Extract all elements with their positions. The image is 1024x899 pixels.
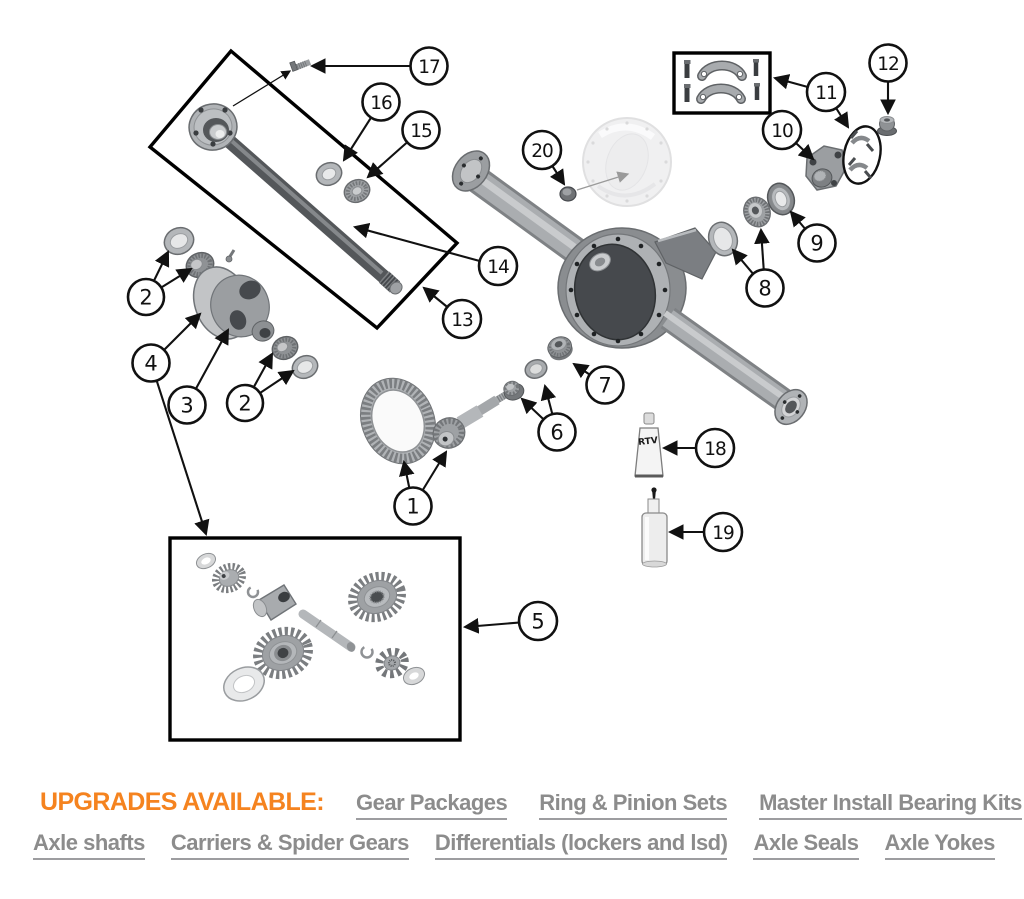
callout-2-left: 2 <box>126 277 166 317</box>
svg-text:19: 19 <box>712 523 734 544</box>
rtv-sealant-tube: RTV <box>634 412 664 478</box>
callout-1: 1 <box>393 486 433 526</box>
diagram-stage: RTV <box>126 43 908 742</box>
link-gear-packages[interactable]: Gear Packages <box>355 790 508 820</box>
callout-17: 17 <box>409 46 449 86</box>
axle-seal-and-bearing <box>315 161 371 204</box>
spider-gear-kit-box <box>168 536 462 742</box>
wheel-stud <box>289 59 312 72</box>
pinion-yoke <box>805 145 847 191</box>
svg-text:16: 16 <box>370 93 392 114</box>
strap-bolts <box>684 59 760 102</box>
svg-text:4: 4 <box>144 352 157 376</box>
u-bolt-oval <box>842 125 882 185</box>
pinion-gear <box>432 390 509 449</box>
svg-text:7: 7 <box>598 374 611 398</box>
cross-shaft-block <box>252 584 297 621</box>
callout-16: 16 <box>361 82 401 122</box>
svg-text:6: 6 <box>550 421 563 445</box>
callout-11: 11 <box>805 71 847 113</box>
fill-plug <box>559 186 577 202</box>
callout-14: 14 <box>477 245 519 287</box>
svg-text:8: 8 <box>758 277 771 301</box>
crush-sleeve <box>524 358 548 380</box>
callout-7: 7 <box>585 365 625 405</box>
link-ring-pinion-sets[interactable]: Ring & Pinion Sets <box>539 790 728 820</box>
svg-text:3: 3 <box>180 394 193 418</box>
rtv-label: RTV <box>638 436 659 448</box>
svg-text:15: 15 <box>410 121 432 142</box>
side-gear-right <box>348 571 406 623</box>
callout-20: 20 <box>521 129 563 171</box>
pinion-nut-washer <box>503 380 525 401</box>
callout-6: 6 <box>537 412 577 452</box>
axle-shaft <box>188 59 403 295</box>
svg-text:2: 2 <box>238 392 251 416</box>
svg-text:11: 11 <box>815 83 837 104</box>
strap-kit-box <box>672 51 772 115</box>
stud-pointer-arrow <box>232 70 292 107</box>
callout-3: 3 <box>167 385 207 425</box>
axle-housing <box>451 150 808 426</box>
link-axle-shafts[interactable]: Axle shafts <box>33 830 145 860</box>
svg-text:17: 17 <box>418 57 440 78</box>
callout-5: 5 <box>517 600 559 642</box>
svg-text:5: 5 <box>531 610 544 634</box>
link-differentials[interactable]: Differentials (lockers and lsd) <box>434 830 728 860</box>
svg-text:2: 2 <box>139 286 152 310</box>
upgrades-row-2: Axle shafts Carriers & Spider Gears Diff… <box>33 830 1024 860</box>
link-master-install-bearing-kits[interactable]: Master Install Bearing Kits <box>759 790 1022 820</box>
callout-18: 18 <box>694 427 736 469</box>
callout-19: 19 <box>702 511 744 553</box>
callout-10: 10 <box>761 109 803 151</box>
cross-pin <box>298 609 356 652</box>
plug-to-cover-arrow <box>576 171 630 191</box>
link-carriers-spider-gears[interactable]: Carriers & Spider Gears <box>170 830 409 860</box>
svg-text:9: 9 <box>810 232 823 256</box>
upgrades-row-1: UPGRADES AVAILABLE: Gear Packages Ring &… <box>40 788 1024 820</box>
callout-15: 15 <box>401 110 441 150</box>
pinion-outer-bearing <box>547 336 573 361</box>
svg-text:13: 13 <box>451 310 473 331</box>
svg-text:20: 20 <box>531 141 553 162</box>
pinion-bearing-race <box>707 221 739 257</box>
c-clip <box>246 585 260 599</box>
ring-gear <box>360 377 436 465</box>
side-gear-left <box>253 626 313 680</box>
spider-gear <box>375 647 409 679</box>
pinion-bearing <box>743 196 771 228</box>
upgrades-heading: UPGRADES AVAILABLE: <box>40 788 325 816</box>
callout-13: 13 <box>441 298 483 340</box>
differential-cover <box>582 117 672 207</box>
svg-text:18: 18 <box>704 439 726 460</box>
spider-bevel-gear-small <box>211 562 247 594</box>
callout-9: 9 <box>797 223 837 263</box>
upgrades-footer: UPGRADES AVAILABLE: Gear Packages Ring &… <box>0 788 1024 870</box>
svg-text:1: 1 <box>406 495 419 519</box>
threadlock-bottle <box>641 487 668 568</box>
callout-12: 12 <box>868 43 908 83</box>
carrier-screw <box>225 249 236 263</box>
link-axle-yokes[interactable]: Axle Yokes <box>884 830 995 860</box>
svg-text:14: 14 <box>487 257 509 278</box>
pinion-seal <box>766 182 796 216</box>
axle-parts-diagram: RTV <box>126 43 908 742</box>
svg-text:10: 10 <box>771 121 793 142</box>
svg-text:12: 12 <box>877 54 899 75</box>
callout-8: 8 <box>745 268 785 308</box>
carrier-bearing-set-right <box>271 335 319 380</box>
callout-4: 4 <box>131 343 171 383</box>
housing-bracket <box>654 227 717 280</box>
pinion-nut <box>877 116 897 136</box>
link-axle-seals[interactable]: Axle Seals <box>753 830 859 860</box>
callout-2-right: 2 <box>225 383 265 423</box>
differential-carrier <box>192 249 275 342</box>
c-clip <box>360 645 374 659</box>
